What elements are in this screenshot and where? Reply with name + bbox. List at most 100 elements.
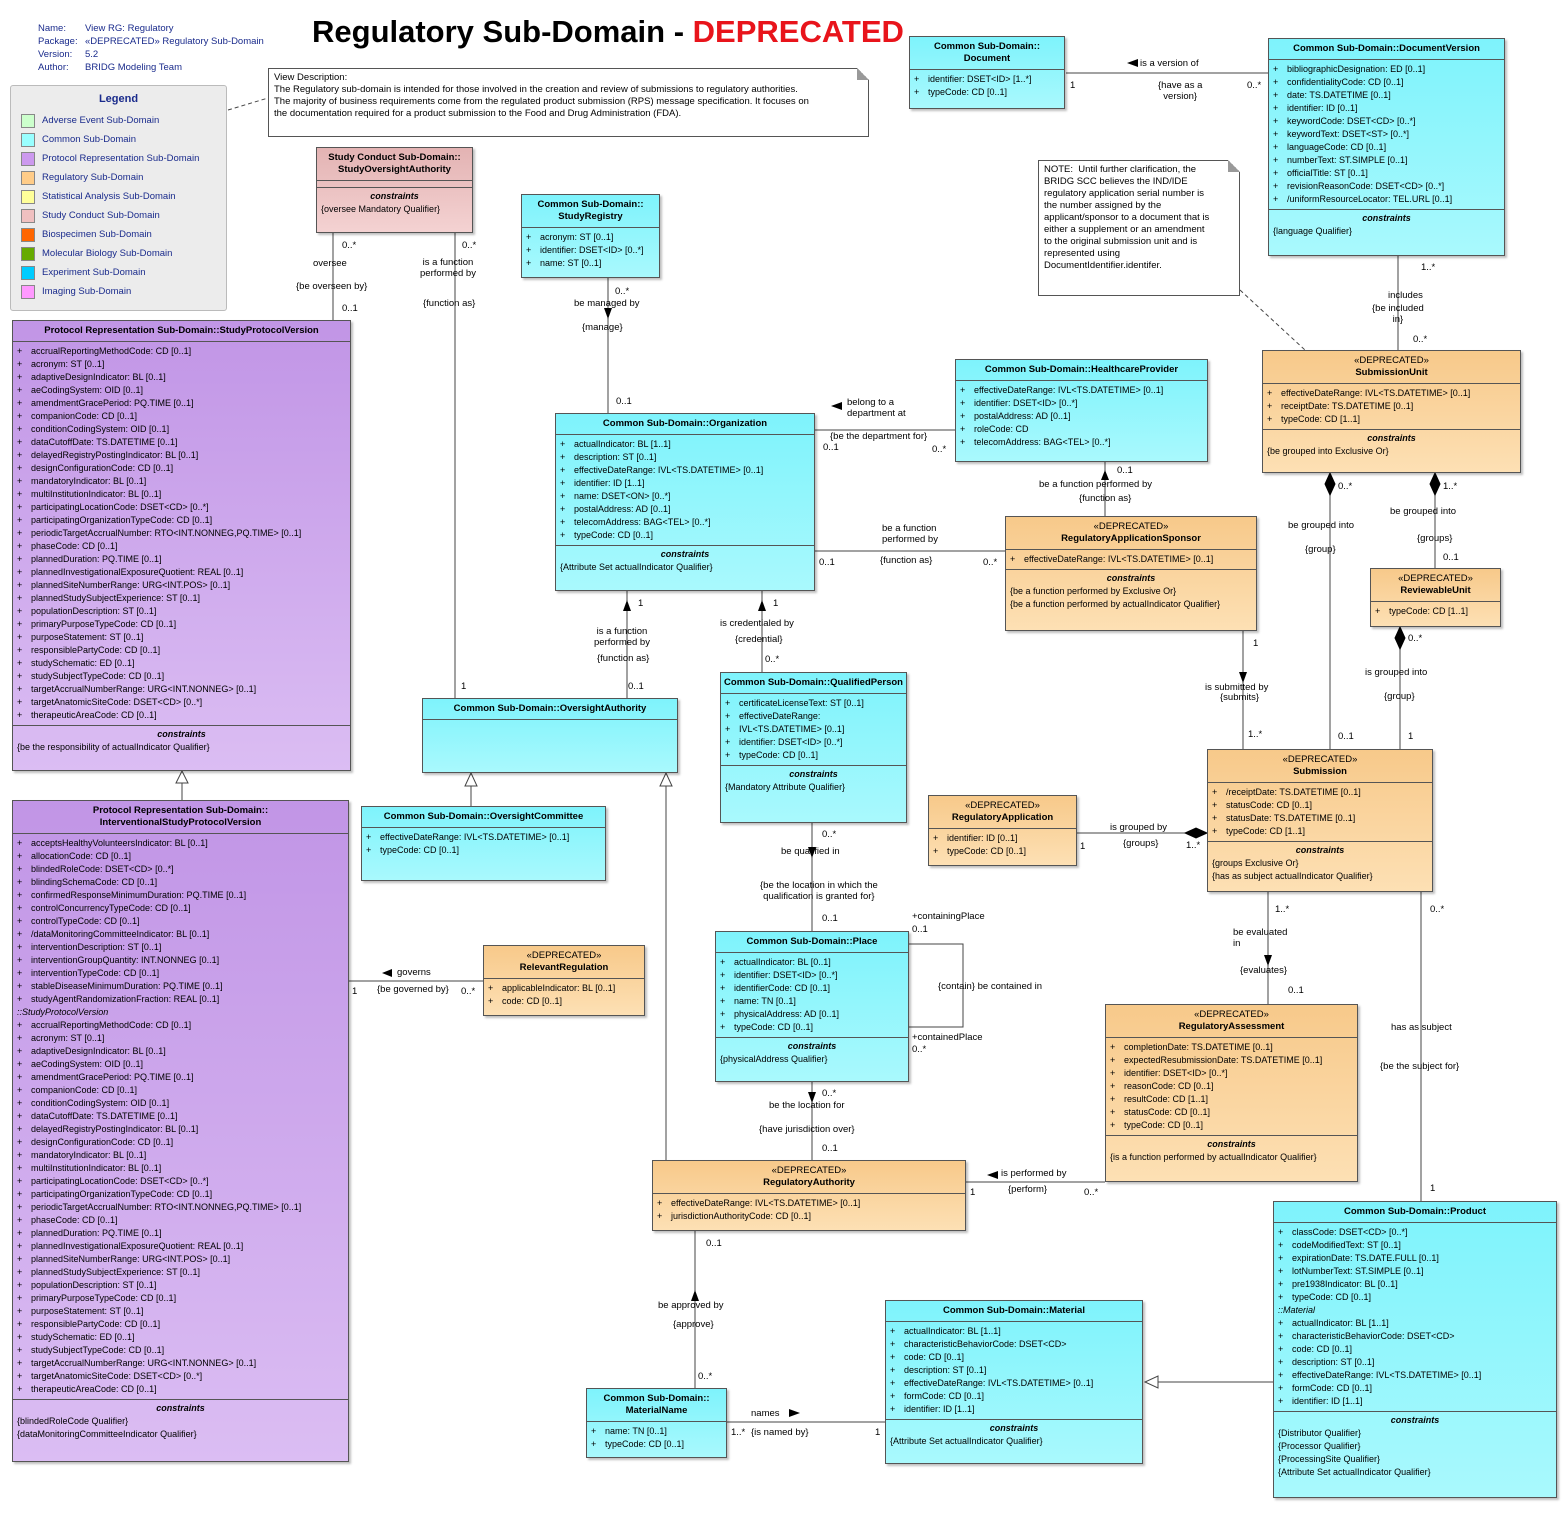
legend-item: Common Sub-Domain [11,130,226,149]
visibility-marker: + [17,489,23,499]
class-name: Protocol Representation Sub-Domain::Stud… [44,325,319,336]
attribute-row: +code: CD [0..1] [488,995,640,1008]
class-submission[interactable]: «DEPRECATED»Submission+/receiptDate: TS.… [1207,749,1433,892]
attribute-row: +identifier: DSET<ID> [0..*] [526,244,655,257]
class-constraints: constraints{Attribute Set actualIndicato… [886,1419,1142,1450]
class-constraints: constraints{be a function performed by E… [1006,569,1256,613]
attribute-text: receiptDate: TS.DATETIME [0..1] [1281,401,1414,411]
class-header: «DEPRECATED»Submission [1208,750,1432,783]
class-healthcare-provider[interactable]: Common Sub-Domain::HealthcareProvider+ef… [955,359,1208,462]
role-label: {group} [1305,544,1336,555]
attribute-row: +effectiveDateRange: IVL<TS.DATETIME> [0… [560,464,810,477]
meta-version-value: 5.2 [85,49,99,60]
attribute-text: participatingLocationCode: DSET<CD> [0..… [31,1176,209,1186]
class-place[interactable]: Common Sub-Domain::Place+actualIndicator… [715,931,909,1082]
attribute-row: +actualIndicator: BL [0..1] [720,956,904,969]
class-name: Study Conduct Sub-Domain:: StudyOversigh… [328,152,461,175]
attribute-row: +numberText: ST.SIMPLE [0..1] [1273,154,1500,167]
attribute-text: date: TS.DATETIME [0..1] [1287,90,1391,100]
multiplicity-label: 0..* [765,654,780,665]
attribute-text: keywordCode: DSET<CD> [0..*] [1287,116,1416,126]
visibility-marker: + [17,916,23,926]
attribute-row: +identifier: ID [1..1] [560,477,810,490]
visibility-marker: + [17,658,23,668]
class-reviewable-unit[interactable]: «DEPRECATED»ReviewableUnit+typeCode: CD … [1370,568,1501,627]
inherited-attribute-row: +populationDescription: ST [0..1] [17,1279,344,1292]
constraint-text: {Attribute Set actualIndicator Qualifier… [560,562,713,572]
attribute-text: typeCode: CD [0..1] [734,1022,814,1032]
attribute-text: aeCodingSystem: OID [0..1] [31,385,144,395]
class-relevant-regulation[interactable]: «DEPRECATED»RelevantRegulation+applicabl… [483,945,645,1016]
inherited-attribute-row: +responsiblePartyCode: CD [0..1] [17,1318,344,1331]
constraints-heading: constraints [787,1041,837,1051]
class-material[interactable]: Common Sub-Domain::Material+actualIndica… [885,1300,1143,1464]
class-attributes: + acronym: ST [0..1] +identifier: DSET<ID>… [522,228,659,273]
multiplicity-label: 1 [1253,638,1259,649]
visibility-marker: + [890,1326,896,1336]
legend-swatch [21,246,35,261]
class-document-version[interactable]: Common Sub-Domain::DocumentVersion+bibli… [1268,38,1505,256]
visibility-marker: + [17,851,23,861]
class-regulatory-assessment[interactable]: «DEPRECATED»RegulatoryAssessment+complet… [1105,1004,1358,1182]
legend-swatch [21,170,35,185]
class-product[interactable]: Common Sub-Domain::Product+classCode: DS… [1273,1201,1557,1498]
attribute-text: studySubjectTypeCode: CD [0..1] [31,1345,165,1355]
inherited-attribute-row: +participatingLocationCode: DSET<CD> [0.… [17,1175,344,1188]
class-study-protocol-version[interactable]: Protocol Representation Sub-Domain::Stud… [12,320,351,771]
attribute-text: confirmedResponseMinimumDuration: PQ.TIM… [31,890,247,900]
role-label: {be governed by} [377,984,449,995]
attribute-text: targetAccrualNumberRange: URG<INT.NONNEG… [31,684,257,694]
class-study-oversight-authority[interactable]: Study Conduct Sub-Domain:: StudyOversigh… [316,147,473,233]
attribute-row: +identifier: DSET<ID> [0..*] [725,736,902,749]
attribute-row: +blindedRoleCode: DSET<CD> [0..*] [17,863,344,876]
constraint-text: {has as subject actualIndicator Qualifie… [1212,871,1373,881]
attribute-text: effectiveDateRange: IVL<TS.DATETIME> [0.… [974,385,1164,395]
attribute-text: /uniformResourceLocator: TEL.URL [0..1] [1287,194,1453,204]
visibility-marker: + [1278,1318,1284,1328]
visibility-marker: + [17,1059,23,1069]
class-header: Common Sub-Domain::Material [886,1301,1142,1322]
visibility-marker: + [17,697,23,707]
attribute-text: targetAnatomicSiteCode: DSET<CD> [0..*] [31,1371,203,1381]
attribute-text: acronym: ST [0..1] [540,232,614,242]
attribute-row: +name: ST [0..1] [526,257,655,270]
class-organization[interactable]: Common Sub-Domain::Organization+actualIn… [555,413,815,591]
class-interventional-study-protocol-version[interactable]: Protocol Representation Sub-Domain:: Int… [12,800,349,1462]
class-oversight-committee[interactable]: Common Sub-Domain::OversightCommittee+ef… [361,806,606,881]
role-label: {group} [1384,691,1415,702]
class-name: Common Sub-Domain::Material [943,1305,1085,1316]
class-study-registry[interactable]: Common Sub-Domain:: StudyRegistry+acrony… [521,194,660,278]
visibility-marker: + [890,1391,896,1401]
visibility-marker: + [1278,1292,1284,1302]
attribute-text: typeCode: CD [0..1] [928,87,1008,97]
attribute-text: pre1938Indicator: BL [0..1] [1292,1279,1398,1289]
class-document[interactable]: Common Sub-Domain:: Document+identifier:… [909,36,1065,109]
role-label: is grouped into [1365,667,1428,678]
role-label: {groups} [1123,838,1159,849]
attribute-text: studySchematic: ED [0..1] [31,1332,135,1342]
class-attributes: +typeCode: CD [1..1] [1371,602,1500,621]
class-regulatory-application[interactable]: «DEPRECATED»RegulatoryApplication+identi… [928,795,1077,866]
class-stereotype: «DEPRECATED» [526,950,602,961]
class-material-name[interactable]: Common Sub-Domain:: MaterialName+name: T… [586,1388,727,1458]
attribute-row: +postalAddress: AD [0..1] [560,503,810,516]
visibility-marker: + [1110,1068,1116,1078]
multiplicity-label: 0..* [822,829,837,840]
class-oversight-authority[interactable]: Common Sub-Domain::OversightAuthority [422,698,678,773]
class-regulatory-authority[interactable]: «DEPRECATED»RegulatoryAuthority+effectiv… [652,1160,966,1231]
constraint-text: {blindedRoleCode Qualifier} [17,1416,129,1426]
class-qualified-person[interactable]: Common Sub-Domain::QualifiedPerson+certi… [720,672,907,823]
inherited-header: ::StudyProtocolVersion [17,1007,109,1017]
class-regulatory-application-sponsor[interactable]: «DEPRECATED»RegulatoryApplicationSponsor… [1005,516,1257,631]
attribute-row: +postalAddress: AD [0..1] [960,410,1203,423]
visibility-marker: + [526,258,532,268]
class-submission-unit[interactable]: «DEPRECATED»SubmissionUnit+effectiveDate… [1262,350,1521,473]
role-label: is a function performed by [420,257,476,279]
attribute-row: +identifier: DSET<ID> [1..*] [914,73,1060,86]
role-label: is a function performed by [594,626,650,648]
attribute-row: +date: TS.DATETIME [0..1] [1273,89,1500,102]
multiplicity-label: 0..1 [616,396,632,407]
class-constraints: constraints{oversee Mandatory Qualifier} [317,187,472,218]
attribute-row: +typeCode: CD [1..1] [1212,825,1428,838]
multiplicity-label: 0..1 [819,557,835,568]
